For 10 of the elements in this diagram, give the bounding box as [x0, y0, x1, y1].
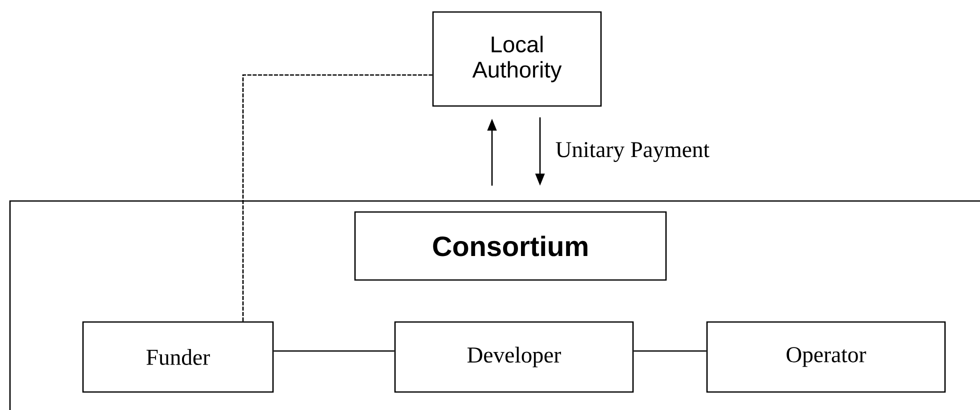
party-box: Developer — [394, 321, 634, 393]
connector-line — [634, 350, 706, 352]
connector-line — [242, 74, 432, 322]
party-box: Funder — [82, 321, 274, 393]
edge-label: Unitary Payment — [556, 142, 710, 162]
consortium-title-box: Consortium — [354, 211, 667, 281]
connector-line — [274, 350, 394, 352]
authority-box: Local Authority — [432, 11, 602, 107]
consortium-frame — [9, 200, 980, 410]
party-box: Operator — [706, 321, 946, 393]
